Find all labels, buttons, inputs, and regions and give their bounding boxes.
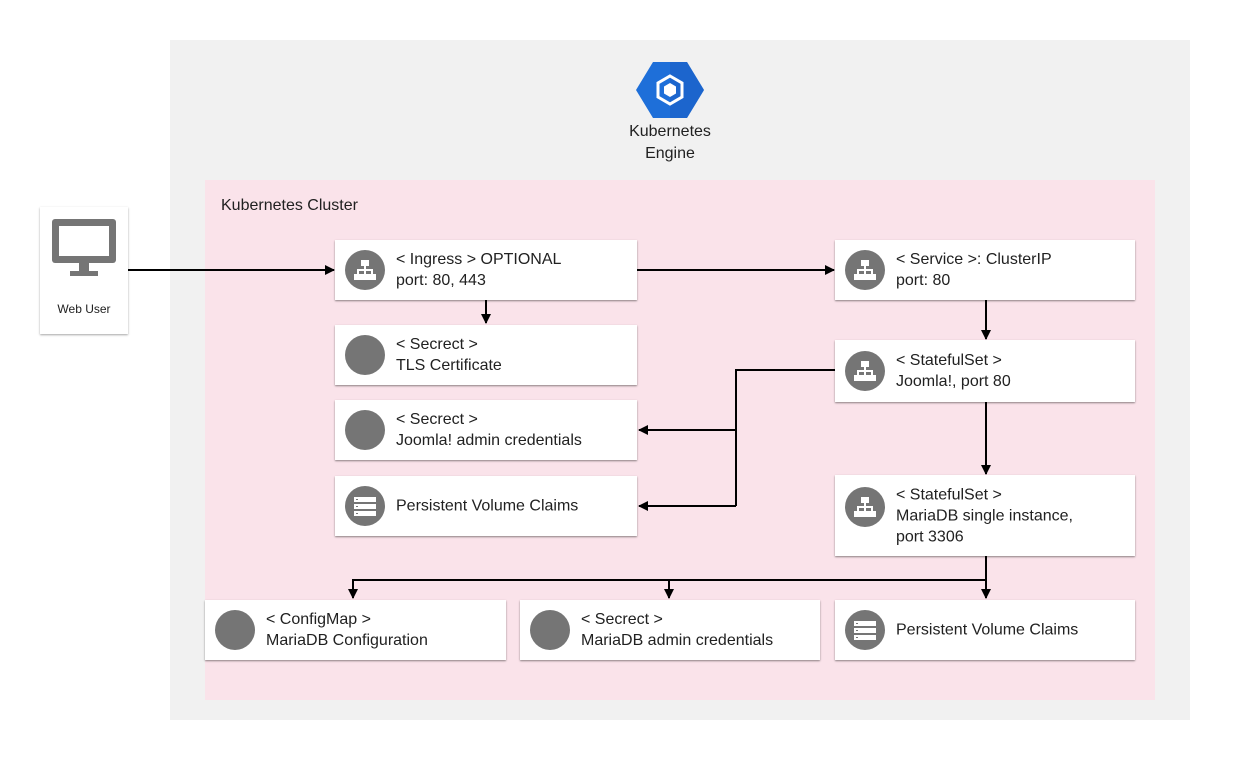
storage-icon bbox=[345, 486, 385, 526]
storage-icon bbox=[845, 610, 885, 650]
configmap-desc: MariaDB Configuration bbox=[266, 632, 428, 649]
pvc-mariadb-title: Persistent Volume Claims bbox=[896, 621, 1079, 639]
statefulset-joomla-node[interactable]: < StatefulSet > Joomla!, port 80 bbox=[835, 340, 1135, 402]
secret-joomla-title: < Secrect > bbox=[396, 411, 478, 428]
secret-tls-title: < Secrect > bbox=[396, 336, 478, 353]
statefulset-mariadb-title: < StatefulSet > bbox=[896, 486, 1002, 503]
circle-icon bbox=[530, 610, 570, 650]
service-port: port: 80 bbox=[896, 272, 951, 289]
secret-joomla-desc: Joomla! admin credentials bbox=[396, 432, 582, 449]
secret-mariadb-node[interactable]: < Secrect > MariaDB admin credentials bbox=[520, 600, 820, 660]
kubernetes-engine-label: Kubernetes Engine bbox=[600, 121, 740, 165]
network-icon bbox=[845, 487, 885, 527]
network-icon bbox=[345, 250, 385, 290]
statefulset-joomla-title: < StatefulSet > bbox=[896, 352, 1002, 369]
secret-mariadb-title: < Secrect > bbox=[581, 611, 663, 628]
edge-mariadb-bus bbox=[353, 556, 987, 581]
kubernetes-engine-label-line2: Engine bbox=[645, 145, 695, 162]
ingress-title: < Ingress > OPTIONAL bbox=[396, 251, 562, 268]
ingress-node[interactable]: < Ingress > OPTIONAL port: 80, 443 bbox=[335, 240, 637, 300]
circle-icon bbox=[215, 610, 255, 650]
statefulset-joomla-desc: Joomla!, port 80 bbox=[896, 373, 1011, 390]
pvc-mariadb-node[interactable]: Persistent Volume Claims bbox=[835, 600, 1135, 660]
configmap-node[interactable]: < ConfigMap > MariaDB Configuration bbox=[205, 600, 506, 660]
circle-icon bbox=[345, 335, 385, 375]
secret-joomla-node[interactable]: < Secrect > Joomla! admin credentials bbox=[335, 400, 637, 460]
secret-mariadb-desc: MariaDB admin credentials bbox=[581, 632, 774, 649]
secret-tls-desc: TLS Certificate bbox=[396, 357, 502, 374]
ingress-port: port: 80, 443 bbox=[396, 272, 486, 289]
network-icon bbox=[845, 351, 885, 391]
kubernetes-cluster-label: Kubernetes Cluster bbox=[221, 197, 358, 214]
pvc-joomla-title: Persistent Volume Claims bbox=[396, 497, 579, 515]
statefulset-mariadb-node[interactable]: < StatefulSet > MariaDB single instance,… bbox=[835, 475, 1135, 556]
statefulset-mariadb-port: port 3306 bbox=[896, 528, 964, 545]
statefulset-mariadb-desc: MariaDB single instance, bbox=[896, 507, 1073, 524]
network-icon bbox=[845, 250, 885, 290]
web-user-card[interactable]: Web User bbox=[40, 207, 128, 334]
pvc-joomla-node[interactable]: Persistent Volume Claims bbox=[335, 476, 637, 536]
web-user-label: Web User bbox=[57, 302, 111, 316]
edge-joomla-branch-trunk bbox=[735, 369, 836, 506]
circle-icon bbox=[345, 410, 385, 450]
kubernetes-engine-label-line1: Kubernetes bbox=[629, 123, 711, 140]
secret-tls-node[interactable]: < Secrect > TLS Certificate bbox=[335, 325, 637, 385]
configmap-title: < ConfigMap > bbox=[266, 611, 371, 628]
service-title: < Service >: ClusterIP bbox=[896, 251, 1052, 268]
monitor-icon bbox=[52, 219, 116, 276]
service-node[interactable]: < Service >: ClusterIP port: 80 bbox=[835, 240, 1135, 300]
kubernetes-engine-icon bbox=[636, 62, 704, 118]
